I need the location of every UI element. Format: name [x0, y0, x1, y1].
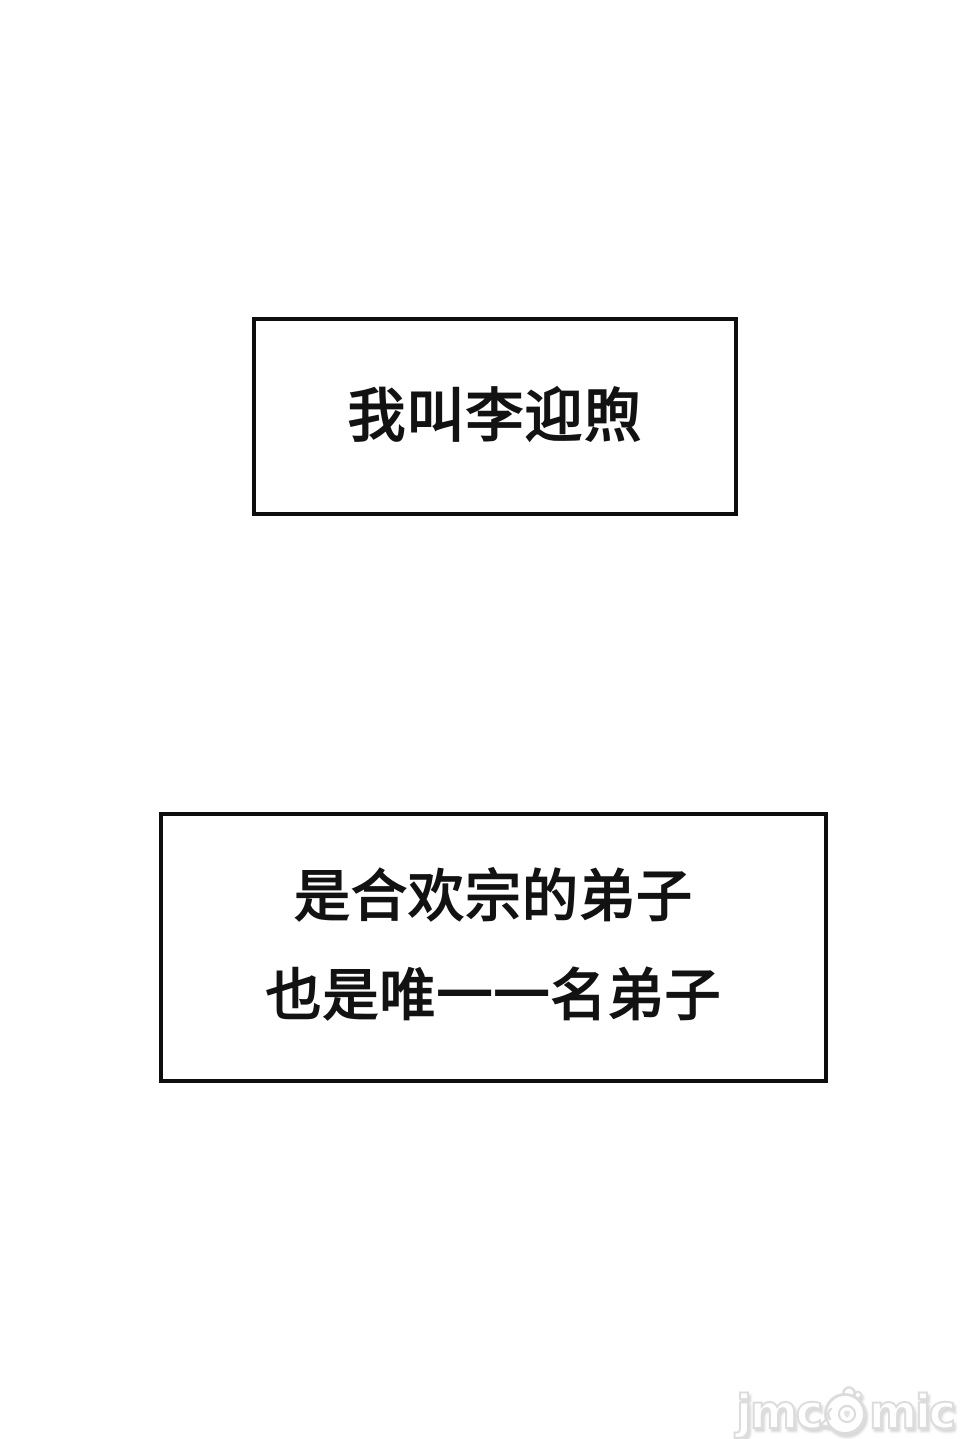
watermark-text-right: mic: [868, 1385, 957, 1439]
narration-text-line: 是合欢宗的弟子: [294, 864, 693, 930]
narration-box-intro: 我叫李迎煦: [252, 317, 738, 516]
narration-text-line: 也是唯一一名弟子: [265, 963, 722, 1029]
narration-box-sect: 是合欢宗的弟子 也是唯一一名弟子: [159, 812, 828, 1083]
jmcomic-watermark: jmc mic: [735, 1385, 957, 1439]
watermark-text-left: jmc: [735, 1385, 824, 1439]
chick-mascot-icon: [818, 1386, 867, 1435]
narration-text-line: 我叫李迎煦: [347, 382, 643, 451]
